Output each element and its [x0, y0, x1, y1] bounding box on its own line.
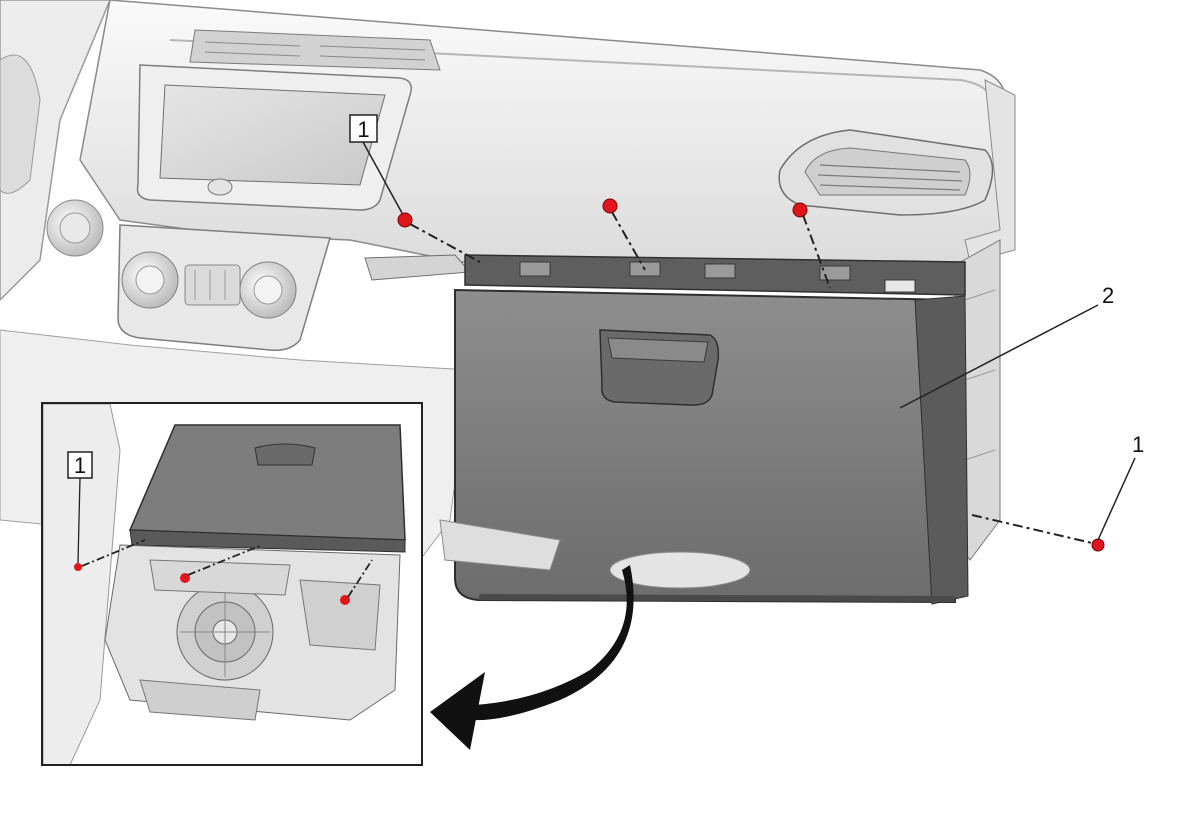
- fastener-left-top: [397, 212, 413, 228]
- fastener-side: [1091, 538, 1105, 552]
- svg-text:1: 1: [357, 117, 369, 142]
- fastener-right-top: [792, 202, 808, 218]
- inset-fastener-center: [180, 573, 190, 583]
- svg-text:2: 2: [1102, 283, 1114, 308]
- callout-1-side: 1: [1097, 432, 1144, 541]
- fastener-center-top: [602, 198, 618, 214]
- removal-direction-arrow: [430, 565, 634, 750]
- callout-2-glove-box: 2: [899, 283, 1114, 409]
- svg-text:1: 1: [74, 453, 86, 478]
- svg-text:1: 1: [1132, 432, 1144, 457]
- inset-fastener-left: [74, 563, 82, 571]
- inset-detail-view: 1: [41, 402, 423, 766]
- inset-fastener-right: [340, 595, 350, 605]
- callout-1-boxed-main: 1: [349, 114, 403, 214]
- infotainment-screen: [159, 84, 386, 186]
- glove-box: [439, 254, 969, 605]
- fasteners: [397, 198, 1105, 552]
